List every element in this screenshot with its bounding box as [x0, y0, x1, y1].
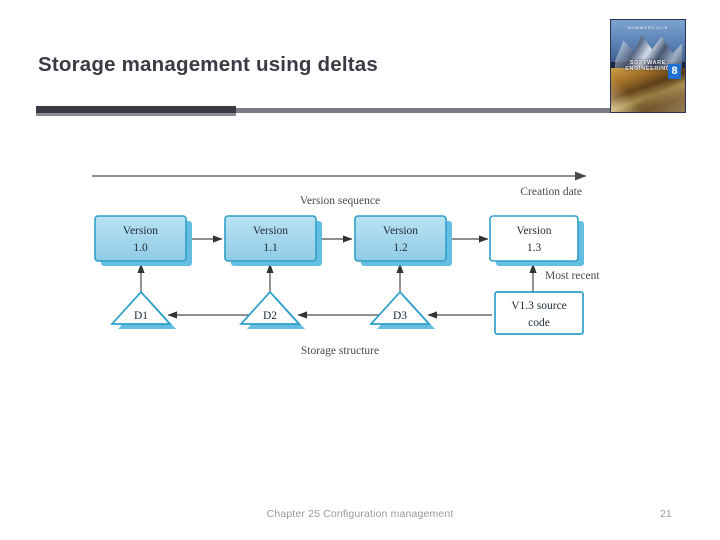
version-box-3[interactable]: Version 1.2	[354, 215, 452, 266]
delta-triangle-2-label: D2	[263, 310, 277, 322]
footer-chapter-text: Chapter 25 Configuration management	[266, 508, 454, 520]
book-cover-title: SOFTWARE ENGINEERING	[625, 60, 671, 72]
header-rule-dark	[36, 106, 236, 113]
version-box-3-line1: Version	[383, 225, 418, 237]
book-cover-author: SOMMERVILLE	[627, 25, 669, 30]
footer-page-number: 21	[660, 508, 672, 520]
book-cover-image: SOMMERVILLE SOFTWARE ENGINEERING 8	[610, 19, 686, 113]
storage-structure-label: Storage structure	[301, 345, 379, 357]
delta-triangle-1-label: D1	[134, 310, 148, 322]
most-recent-label: Most recent	[545, 270, 600, 282]
version-box-2-line1: Version	[253, 225, 288, 237]
source-code-box-line2: code	[528, 317, 550, 329]
axis-label-creation-date: Creation date	[520, 186, 582, 198]
header-rule-dark-shadow	[36, 113, 236, 116]
version-box-4[interactable]: Version 1.3	[489, 215, 584, 266]
version-box-1[interactable]: Version 1.0	[94, 215, 192, 266]
delta-triangle-3[interactable]: D3	[369, 290, 435, 329]
delta-to-version-connectors	[137, 263, 537, 300]
delta-triangle-2[interactable]: D2	[239, 290, 305, 329]
delta-triangle-3-label: D3	[393, 310, 407, 322]
header-rule-gray	[236, 108, 620, 113]
version-box-3-line2: 1.2	[393, 242, 408, 254]
delta-triangle-1[interactable]: D1	[110, 290, 176, 329]
version-box-1-line1: Version	[123, 225, 158, 237]
source-code-box-line1: V1.3 source	[511, 300, 567, 312]
version-box-1-line2: 1.0	[133, 242, 148, 254]
version-box-4-line1: Version	[516, 225, 551, 237]
source-code-box[interactable]: V1.3 source code	[494, 291, 584, 335]
book-cover-edition-badge: 8	[668, 64, 681, 79]
axis-label-version-sequence: Version sequence	[300, 195, 380, 207]
page-title: Storage management using deltas	[38, 53, 378, 76]
version-box-2-line2: 1.1	[263, 242, 278, 254]
version-box-2[interactable]: Version 1.1	[224, 215, 322, 266]
version-box-4-line2: 1.3	[527, 242, 542, 254]
